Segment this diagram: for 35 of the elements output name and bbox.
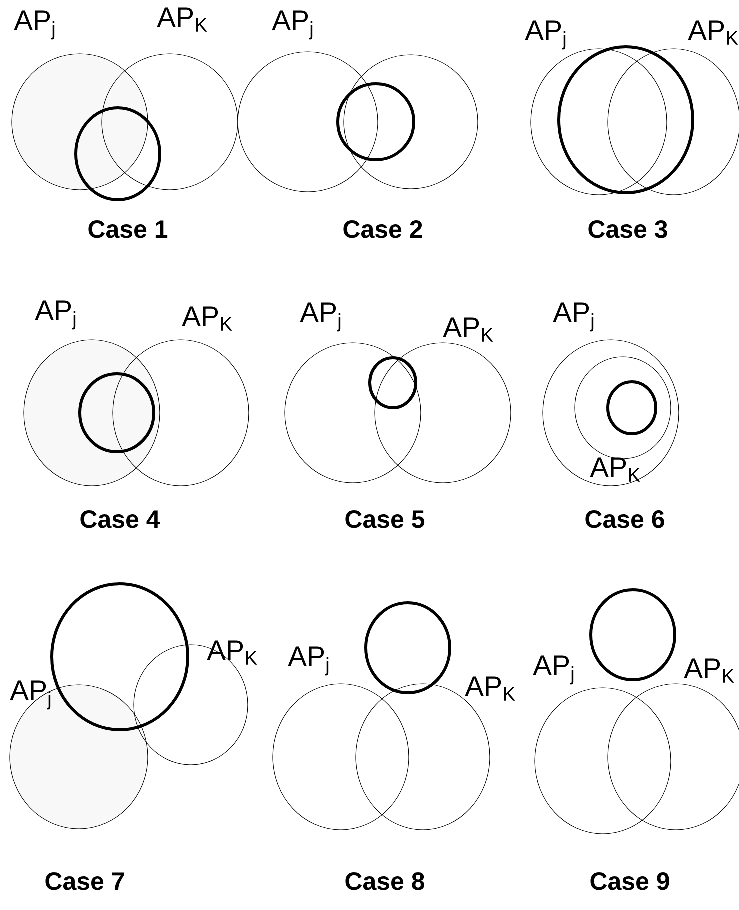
circle-label: AP$_{j}$ — [14, 10, 55, 40]
thick-circle — [74, 106, 162, 202]
circle-label: AP$_{K}$ — [684, 658, 734, 683]
circle-label: AP$_{j}$ — [35, 300, 76, 330]
circle-label: AP$_{j}$ — [525, 20, 566, 50]
circle-label: AP$_{K}$ — [590, 458, 640, 482]
circle-label: AP$_{j}$ — [10, 680, 51, 710]
case-label: Case 1 — [88, 220, 168, 238]
case-label: Case 8 — [346, 872, 424, 890]
thick-circle — [344, 54, 478, 190]
case-label: Case 7 — [46, 872, 124, 890]
thick-circle — [364, 602, 452, 694]
circle-label: AP$_{K}$ — [688, 20, 738, 45]
case-label: Case 6 — [586, 510, 664, 528]
circle-label: AP$_{K}$ — [465, 676, 516, 701]
case-label: Case 9 — [590, 872, 670, 890]
circle-label: AP$_{j}$ — [272, 10, 313, 40]
case-label: Case 2 — [344, 220, 422, 238]
thick-circle — [590, 588, 676, 682]
thick-circle — [78, 372, 156, 454]
thick-circle — [368, 356, 418, 410]
circle-label: AP$_{j}$ — [288, 646, 329, 676]
case-label: Case 3 — [588, 220, 668, 238]
circle-label: AP$_{j}$ — [533, 656, 574, 685]
thick-circle — [606, 380, 658, 436]
circle-label: AP$_{K}$ — [182, 306, 232, 331]
case-label: Case 4 — [80, 510, 160, 528]
circle-label: AP$_{j}$ — [553, 302, 594, 332]
thick-circle — [50, 582, 190, 732]
circle-label: AP$_{K}$ — [157, 8, 208, 32]
circle-label: AP$_{K}$ — [443, 318, 494, 342]
circle-label: AP$_{j}$ — [300, 302, 341, 332]
circle-label: AP$_{K}$ — [207, 640, 258, 665]
case-label: Case 5 — [346, 510, 425, 528]
thick-circle — [336, 82, 416, 162]
